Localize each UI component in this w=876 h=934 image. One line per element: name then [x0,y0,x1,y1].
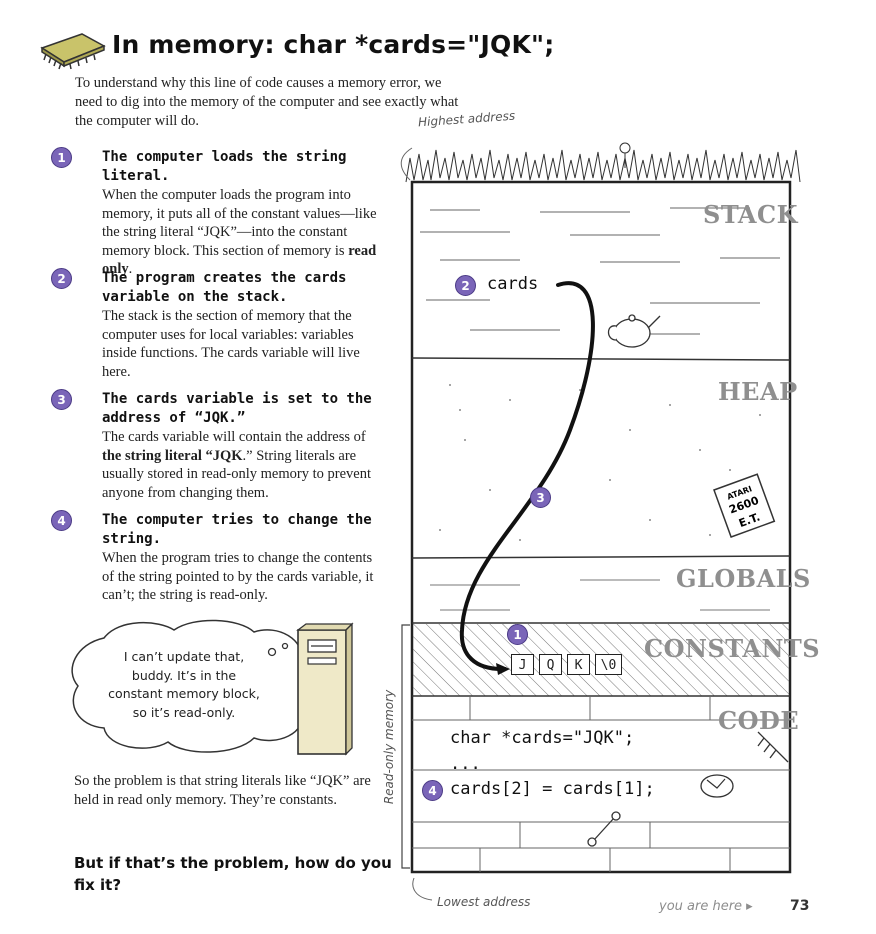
bottom-text: So the problem is that string literals l… [74,773,371,808]
page-title: In memory: char *cards="JQK"; [112,30,555,59]
step-heading: The computer tries to change the string. [102,512,372,547]
string-cell: K [567,654,590,675]
step-badge: 3 [51,389,72,410]
code-line: ... [450,754,481,774]
step-4: The computer tries to change the string.… [102,511,382,605]
code-line: cards[2] = cards[1]; [450,779,655,799]
code-segment [412,696,790,872]
speech-bubble [71,619,354,756]
et-cartridge-icon: ATARI 2600 E.T. [713,473,776,538]
readonly-bracket [401,624,410,869]
speech-bubble-text: I can’t update that, buddy. It’s in the … [108,649,260,720]
step-heading: The computer loads the string literal. [102,149,347,184]
step-body: When the program tries to change the con… [102,550,374,603]
step-heading: The cards variable is set to the address… [102,391,372,426]
step-1: The computer loads the string literal. W… [102,148,387,279]
intro-text: To understand why this line of code caus… [75,75,459,129]
step-3: The cards variable is set to the address… [102,390,382,502]
bone-icon [587,811,621,847]
string-cells: J Q K \0 [511,654,622,675]
stack-segment [420,207,780,335]
diagram-badge-1: 1 [507,624,528,645]
string-cell: \0 [595,654,622,675]
step-heading: The program creates the cards variable o… [102,270,347,305]
diagram-badge-3: 3 [530,487,551,508]
closing-question: But if that’s the problem, how do you fi… [74,854,392,894]
cards-variable-label: cards [487,274,539,294]
grass-icon [405,142,801,183]
diagram-badge-2: 2 [455,275,476,296]
string-cell: Q [539,654,562,675]
step-body: When the computer loads the program into… [102,187,377,277]
teapot-icon [607,314,661,348]
code-label: CODE [718,706,800,735]
page-number: 73 [790,898,810,914]
globals-label: GLOBALS [676,564,811,593]
step-2: The program creates the cards variable o… [102,269,377,381]
lowest-address-label: Lowest address [437,895,531,909]
diagram-badge-4: 4 [422,780,443,801]
step-body: The cards variable will contain the addr… [102,429,371,501]
broken-pot-icon [700,774,734,798]
step-badge: 4 [51,510,72,531]
string-cell: J [511,654,534,675]
code-line: char *cards="JQK"; [450,728,635,748]
step-badge: 1 [51,147,72,168]
constants-label: CONSTANTS [644,634,821,663]
memory-chip-icon [40,33,106,70]
you-are-here-label: you are here ▸ [659,899,753,914]
server-tower-icon [296,622,354,756]
step-badge: 2 [51,268,72,289]
fish-skeleton-icon [757,731,789,763]
memory-diagram: ATARI 2600 E.T. [400,142,801,901]
readonly-memory-label: Read-only memory [382,689,397,805]
stack-label: STACK [703,200,798,229]
heap-label: HEAP [718,377,798,406]
step-body: The stack is the section of memory that … [102,308,360,380]
